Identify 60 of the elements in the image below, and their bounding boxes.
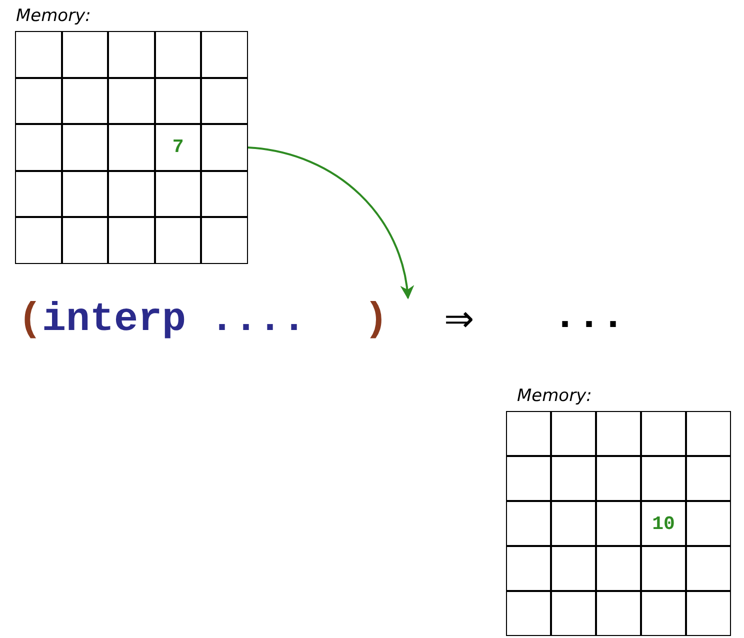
memory-cell	[551, 591, 596, 636]
memory-cell	[62, 31, 108, 78]
memory-cell	[108, 31, 155, 78]
code-text: interp ....	[42, 298, 306, 343]
memory-cell	[201, 31, 248, 78]
memory-cell	[686, 456, 731, 501]
memory-cell: 10	[641, 501, 686, 546]
memory-cell	[506, 411, 551, 456]
memory-cell	[596, 546, 641, 591]
memory-grid	[505, 386, 732, 637]
memory-cell	[551, 411, 596, 456]
memory-cell	[15, 78, 62, 124]
memory-cell	[551, 501, 596, 546]
arrow	[248, 146, 414, 300]
memory-cell	[506, 501, 551, 546]
memory-cell	[596, 591, 641, 636]
memory-cell	[15, 217, 62, 264]
memory-cell: 7	[154, 124, 202, 171]
memory-cell	[201, 78, 248, 124]
memory-cell	[108, 170, 155, 218]
memory-cell	[596, 411, 641, 456]
memory-cell	[15, 31, 62, 78]
memory-cell	[15, 170, 62, 218]
memory-cell	[154, 31, 202, 78]
memory-grid	[14, 6, 249, 265]
memory-cell	[108, 124, 155, 171]
memory-cell	[596, 501, 641, 546]
open-paren: (	[18, 298, 42, 343]
grid-heading: Memory:	[16, 6, 91, 26]
memory-cell	[62, 78, 108, 124]
memory-cell	[62, 170, 108, 218]
memory-cell	[506, 591, 551, 636]
memory-cell	[686, 501, 731, 546]
memory-cell	[686, 591, 731, 636]
memory-cell	[506, 456, 551, 501]
memory-cell	[506, 546, 551, 591]
memory-cell	[551, 456, 596, 501]
memory-cell	[62, 217, 108, 264]
memory-cell	[641, 456, 686, 501]
memory-cell	[154, 217, 202, 264]
memory-cell	[201, 124, 248, 171]
memory-cell	[62, 124, 108, 171]
memory-cell	[108, 78, 155, 124]
memory-cell	[15, 124, 62, 171]
evaluates-to-symbol: ⇒	[444, 298, 474, 342]
memory-cell	[551, 546, 596, 591]
memory-cell	[201, 217, 248, 264]
memory-cell	[686, 546, 731, 591]
memory-cell	[641, 546, 686, 591]
memory-cell	[201, 170, 248, 218]
memory-cell	[596, 456, 641, 501]
memory-cell	[154, 170, 202, 218]
memory-cell	[154, 78, 202, 124]
memory-cell	[641, 591, 686, 636]
memory-cell	[641, 411, 686, 456]
memory-cell	[686, 411, 731, 456]
close-paren: )	[364, 298, 388, 343]
memory-cell	[108, 217, 155, 264]
result-ellipsis: ...	[553, 296, 626, 340]
grid-heading: Memory:	[517, 386, 592, 406]
